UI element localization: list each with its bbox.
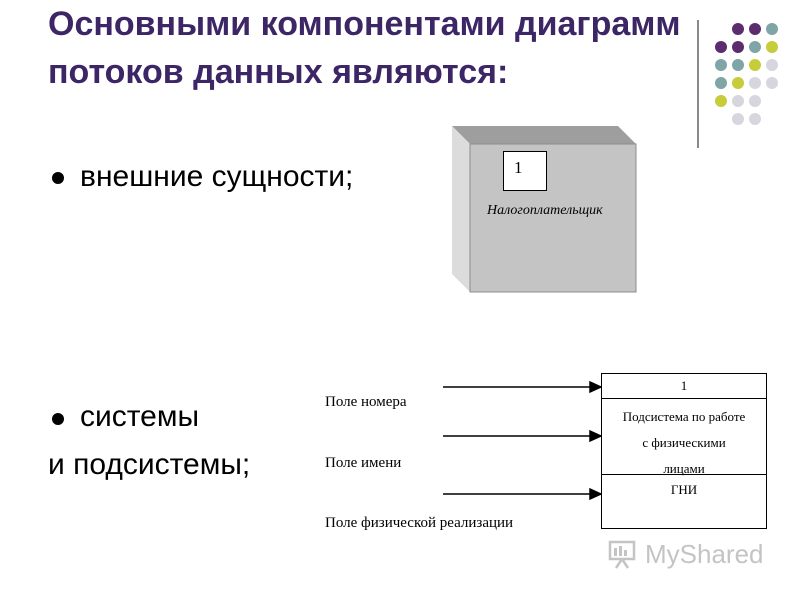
slide-title: Основными компонентами диаграмм потоков … xyxy=(48,0,788,96)
decor-dot xyxy=(749,77,761,89)
entity-name: Налогоплательщик xyxy=(487,203,603,218)
decor-dot xyxy=(766,77,778,89)
flow-arrowhead-2 xyxy=(589,429,603,443)
subsystem-box: 1 Подсистема по работе с физическими лиц… xyxy=(601,373,767,529)
field-label-number: Поле номера xyxy=(325,394,407,410)
presentation-board-icon xyxy=(608,540,636,569)
bullet-systems: системы xyxy=(80,400,200,433)
bullet-subsystems: и подсистемы; xyxy=(48,448,251,481)
decor-dot xyxy=(749,113,761,125)
decor-dot xyxy=(766,41,778,53)
bullet-external-entities: внешние сущности; xyxy=(80,160,354,193)
decor-dot xyxy=(749,23,761,35)
subsystem-number: 1 xyxy=(680,378,688,393)
decor-dot xyxy=(732,77,744,89)
subsystem-location: ГНИ xyxy=(670,482,698,497)
subsystem-name-line-2: с физическими xyxy=(642,435,726,450)
watermark: MyShared xyxy=(607,537,767,571)
entity-box-front xyxy=(469,143,637,293)
entity-box-side xyxy=(452,126,470,292)
subsystem-name-line-3: лицами xyxy=(663,461,705,476)
decor-dot xyxy=(749,59,761,71)
subsystem-divider-2 xyxy=(602,474,766,475)
subsystem-name-line-1: Подсистема по работе xyxy=(622,409,746,424)
bullet-dot-2 xyxy=(52,413,64,425)
entity-number-box: 1 xyxy=(503,151,547,191)
flow-arrowhead-1 xyxy=(589,380,603,394)
decor-dot xyxy=(766,59,778,71)
flow-arrows xyxy=(443,380,603,501)
slide-title-line-2: потоков данных являются: xyxy=(48,53,509,91)
decor-dot xyxy=(715,95,727,107)
decor-dot xyxy=(732,59,744,71)
external-entity-box xyxy=(452,126,637,293)
decor-dot xyxy=(715,41,727,53)
field-label-physical: Поле физической реализации xyxy=(325,515,514,531)
decor-dot-grid xyxy=(715,23,778,125)
decor-vertical-line xyxy=(697,20,699,148)
slide-title-line-1: Основными компонентами диаграмм xyxy=(48,5,681,43)
flow-arrowhead-3 xyxy=(589,487,603,501)
decor-dot xyxy=(732,95,744,107)
subsystem-divider-1 xyxy=(602,398,766,399)
decor-dot xyxy=(732,41,744,53)
decor-dot xyxy=(732,23,744,35)
watermark-text: MyShared xyxy=(645,539,764,569)
decor-dot xyxy=(749,41,761,53)
decor-dot xyxy=(749,95,761,107)
bullet-dot-1 xyxy=(52,172,64,184)
entity-box-top xyxy=(452,126,636,144)
decor-dot xyxy=(732,113,744,125)
decor-dot xyxy=(766,23,778,35)
decor-dot xyxy=(715,77,727,89)
decor-dot xyxy=(715,59,727,71)
field-label-name: Поле имени xyxy=(325,455,402,471)
subsystem-name: Подсистема по работе с физическими лицам… xyxy=(602,404,766,482)
